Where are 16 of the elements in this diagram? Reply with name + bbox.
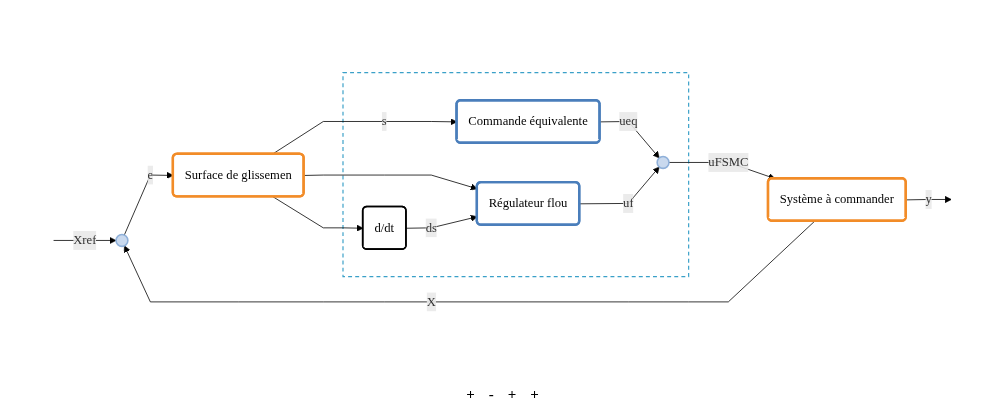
- edge-label: y: [925, 192, 932, 206]
- edge-label: ueq: [619, 114, 638, 128]
- sign-label: +: [466, 386, 475, 403]
- node-circle: [115, 233, 129, 248]
- sign-label: -: [488, 386, 494, 403]
- edge-label: s: [381, 114, 387, 128]
- edge-label: ds: [425, 220, 437, 235]
- edge-label: Xref: [73, 233, 97, 247]
- node-circle: [656, 155, 670, 170]
- edge-label: e: [147, 167, 154, 182]
- edge-label: X: [426, 294, 436, 309]
- sign-label: +: [507, 386, 517, 403]
- edge-label: uFSMC: [708, 155, 749, 169]
- edge-label: uf: [623, 196, 634, 210]
- sign-label: +: [530, 386, 539, 403]
- cluster: [342, 72, 690, 278]
